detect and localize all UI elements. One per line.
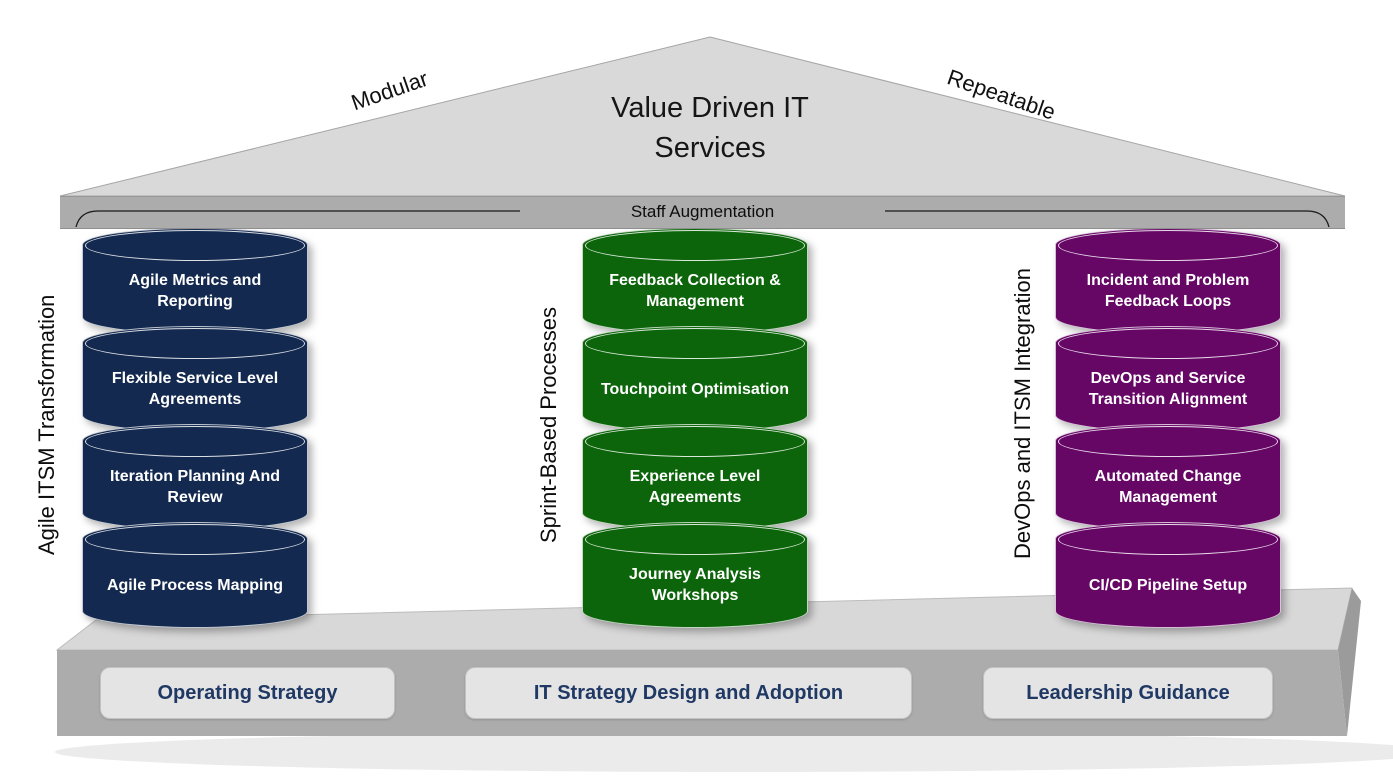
pillar-label-agile-itsm-transformation: Agile ITSM Transformation: [34, 294, 59, 555]
pillar-segment: Journey Analysis Workshops: [582, 522, 808, 628]
title-line-2: Services: [654, 132, 766, 165]
pillar-segment: Experience Level Agreements: [582, 424, 808, 530]
diagram-title: Value Driven IT Services: [510, 88, 910, 168]
pillar-segment: DevOps and Service Transition Alignment: [1055, 326, 1281, 432]
segment-label: Experience Level Agreements: [629, 468, 761, 506]
pillar-segment: Incident and Problem Feedback Loops: [1055, 228, 1281, 334]
pillar-segment: Touchpoint Optimisation: [582, 326, 808, 432]
pillar-segment: Automated Change Management: [1055, 424, 1281, 530]
beam-brace-line: [75, 210, 1330, 228]
pillar-segment: Iteration Planning And Review: [82, 424, 308, 530]
pillar-agile-itsm: Agile Metrics and Reporting Flexible Ser…: [82, 228, 308, 628]
pillar-devops-itsm: Incident and Problem Feedback Loops DevO…: [1055, 228, 1281, 628]
base-button-operating-strategy: Operating Strategy: [100, 667, 395, 719]
base-button-leadership-guidance: Leadership Guidance: [983, 667, 1273, 719]
staff-augmentation-beam: Staff Augmentation: [60, 196, 1345, 229]
beam-label: Staff Augmentation: [630, 202, 775, 221]
pillar-segment: Agile Metrics and Reporting: [82, 228, 308, 334]
ground-shadow: [55, 732, 1393, 772]
pillar-sprint-based: Feedback Collection & Management Touchpo…: [582, 228, 808, 628]
segment-label: Agile Process Mapping: [106, 576, 284, 594]
pillar-label-devops-itsm-integration: DevOps and ITSM Integration: [1010, 267, 1035, 559]
base-button-it-strategy-design-adoption: IT Strategy Design and Adoption: [465, 667, 912, 719]
platform-right-bevel: [1338, 588, 1361, 736]
segment-label: Automated Change Management: [1094, 468, 1242, 506]
segment-label: CI/CD Pipeline Setup: [1088, 576, 1248, 594]
pillar-segment: Flexible Service Level Agreements: [82, 326, 308, 432]
pillar-segment: Feedback Collection & Management: [582, 228, 808, 334]
segment-label: Agile Metrics and Reporting: [128, 272, 262, 310]
segment-label: Journey Analysis Workshops: [629, 566, 761, 604]
pillar-segment: Agile Process Mapping: [82, 522, 308, 628]
segment-label: Feedback Collection & Management: [609, 272, 781, 310]
segment-label: Flexible Service Level Agreements: [111, 370, 279, 408]
segment-label: DevOps and Service Transition Alignment: [1088, 370, 1248, 408]
segment-label: Incident and Problem Feedback Loops: [1086, 272, 1250, 310]
title-line-1: Value Driven IT: [611, 92, 809, 124]
segment-label: Touchpoint Optimisation: [600, 380, 790, 398]
segment-label: Iteration Planning And Review: [109, 468, 281, 506]
pillar-segment: CI/CD Pipeline Setup: [1055, 522, 1281, 628]
pillar-label-sprint-based-processes: Sprint-Based Processes: [536, 307, 561, 544]
